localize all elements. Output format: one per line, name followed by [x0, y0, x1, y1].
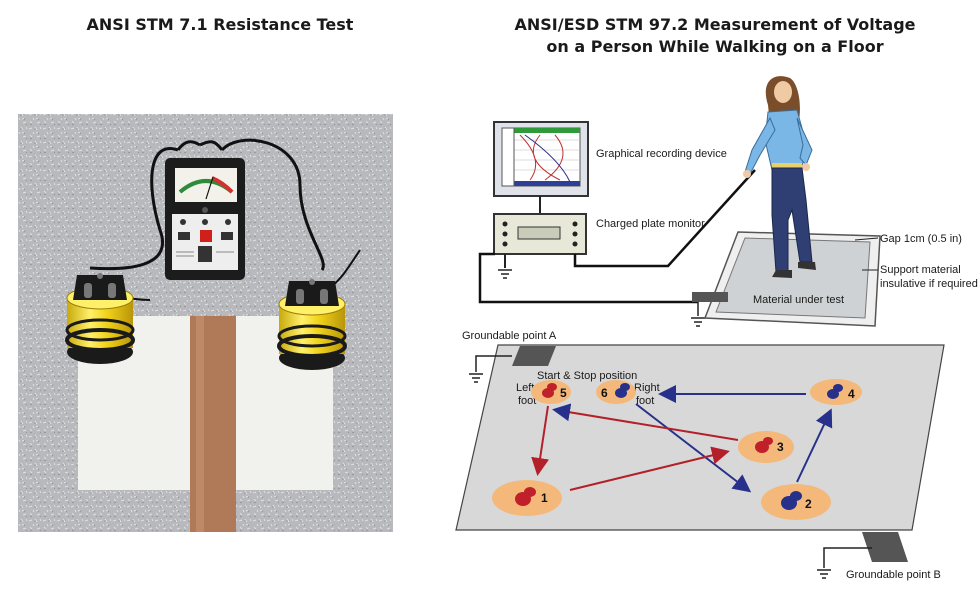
label-groundable-b: Groundable point B	[846, 569, 941, 581]
right-probe-electrode	[277, 279, 347, 370]
footprint-step-1: 1	[492, 480, 562, 516]
test-button	[200, 230, 212, 242]
right-cable	[220, 138, 325, 271]
label-plate-monitor: Charged plate monitor	[596, 218, 705, 230]
label-gap: Gap 1cm (0.5 in)	[880, 233, 962, 245]
left-panel-title: ANSI STM 7.1 Resistance Test	[86, 15, 354, 34]
left-probe-electrode	[65, 273, 135, 364]
label-left-foot-line1: Left	[516, 382, 534, 394]
label-groundable-a: Groundable point A	[462, 330, 557, 342]
arrow-3-to-5	[552, 403, 739, 441]
test-platform	[692, 231, 881, 327]
footprint-step-3: 3	[738, 431, 794, 463]
step-number-4: 4	[848, 387, 855, 401]
resistance-meter	[165, 158, 245, 280]
step-number-5: 5	[560, 386, 567, 400]
right-panel-title: ANSI/ESD STM 97.2 Measurement of Voltage…	[470, 14, 960, 58]
recording-device	[493, 121, 589, 197]
label-recording-device: Graphical recording device	[596, 148, 727, 160]
right-title-line2: on a Person While Walking on a Floor	[546, 37, 884, 56]
step-number-2: 2	[805, 497, 812, 511]
step-number-6: 6	[601, 386, 608, 400]
groundable-point-b	[817, 532, 908, 579]
plate-lead-wire	[478, 252, 698, 304]
left-cable	[89, 147, 179, 271]
meter-dial	[175, 168, 237, 202]
footprint-step-6: 6	[596, 380, 636, 404]
person-lead-wire	[573, 169, 756, 268]
label-material-under-test: Material under test	[753, 294, 844, 306]
walking-path-arrows	[531, 385, 833, 493]
footprint-step-5: 5	[531, 380, 571, 404]
step-number-1: 1	[541, 491, 548, 505]
footprint-step-4: 4	[810, 379, 862, 405]
step-number-3: 3	[777, 440, 784, 454]
arrow-5-to-1	[531, 405, 549, 476]
label-support-line1: Support material	[880, 264, 961, 276]
groundable-point-a	[469, 346, 556, 383]
label-right-foot-line2: foot	[636, 395, 654, 407]
walking-person-figure	[743, 76, 816, 278]
footprint-step-2: 2	[761, 484, 831, 520]
label-start-stop: Start & Stop position	[537, 370, 637, 382]
charged-plate-monitor	[493, 213, 587, 255]
label-right-foot-line1: Right	[634, 382, 660, 394]
ground-symbol	[498, 269, 512, 279]
arrow-2-to-4	[796, 408, 833, 483]
arrow-6-to-2	[635, 403, 752, 493]
arrow-1-to-3	[569, 446, 730, 491]
label-left-foot-line2: foot	[518, 395, 536, 407]
label-support-line2: insulative if required	[880, 278, 978, 290]
resistance-test-illustration	[18, 114, 393, 532]
right-title-line1: ANSI/ESD STM 97.2 Measurement of Voltage	[514, 15, 916, 34]
